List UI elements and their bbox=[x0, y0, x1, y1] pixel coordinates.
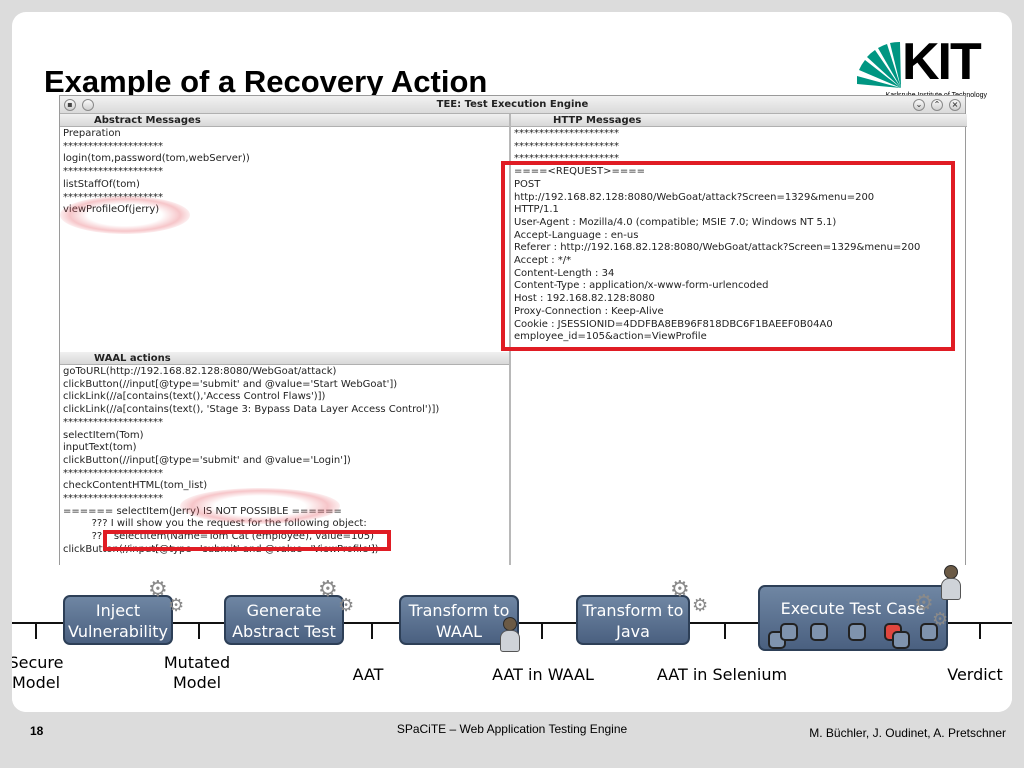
artifact-aat: AAT bbox=[352, 665, 384, 684]
tick bbox=[35, 623, 37, 639]
window-title: TEE: Test Execution Engine bbox=[436, 99, 589, 110]
tick bbox=[541, 623, 543, 639]
text-line: http://192.168.82.128:8080/WebGoat/attac… bbox=[514, 191, 875, 203]
text-line: Proxy-Connection : Keep-Alive bbox=[514, 305, 664, 317]
tick bbox=[198, 623, 200, 639]
window-titlebar[interactable]: ▪ TEE: Test Execution Engine ⌄ ⌃ × bbox=[60, 96, 965, 114]
state-node bbox=[848, 623, 866, 641]
kit-fan-icon bbox=[857, 41, 901, 88]
gear-icon: ⚙ bbox=[168, 595, 185, 616]
text-line: ??? I will show you the request for the … bbox=[63, 518, 367, 530]
text-line: Content-Type : application/x-www-form-ur… bbox=[514, 280, 769, 292]
person-icon bbox=[499, 617, 521, 653]
footer: 18 SPaCiTE – Web Application Testing Eng… bbox=[0, 712, 1024, 768]
window-menu-icon[interactable]: ▪ bbox=[64, 99, 76, 111]
text-line: Preparation bbox=[63, 128, 121, 139]
text-line: ??? selectItem(Name=Tom Cat (employee), … bbox=[63, 531, 375, 543]
text-line: Accept : */* bbox=[514, 255, 572, 267]
text-line: Host : 192.168.82.128:8080 bbox=[514, 293, 655, 305]
text-line: ********************* bbox=[514, 140, 619, 152]
text-line: ******************** bbox=[63, 166, 163, 178]
http-messages-pane[interactable]: ****************************************… bbox=[511, 128, 967, 571]
footer-title: SPaCiTE – Web Application Testing Engine bbox=[396, 722, 628, 736]
text-line: clickLink(//a[contains(text(), 'Stage 3:… bbox=[63, 404, 440, 416]
slide: Example of a Recovery Action KIT Karlsru… bbox=[12, 12, 1012, 712]
text-line: ====<REQUEST>==== bbox=[514, 166, 646, 178]
state-node bbox=[892, 631, 910, 649]
artifact-secure-model: Secure Model bbox=[12, 653, 64, 692]
text-line: ******************** bbox=[63, 140, 163, 152]
text-line: clickButton(//input[@type='submit' and @… bbox=[63, 378, 398, 390]
text-line: employee_id=105&action=ViewProfile bbox=[514, 331, 707, 343]
tick bbox=[371, 623, 373, 639]
tee-window: ▪ TEE: Test Execution Engine ⌄ ⌃ × Abstr… bbox=[59, 95, 967, 571]
state-node bbox=[780, 623, 798, 641]
maximize-icon[interactable]: ⌃ bbox=[931, 99, 943, 111]
text-line: ********************* bbox=[514, 153, 619, 165]
text-line: ******************** bbox=[63, 493, 163, 505]
text-line: HTTP/1.1 bbox=[514, 204, 559, 216]
artifact-aat-in-selenium: AAT in Selenium bbox=[656, 665, 788, 684]
page-number: 18 bbox=[30, 724, 44, 738]
select-item-highlight bbox=[103, 530, 391, 551]
artifact-aat-in-waal: AAT in WAAL bbox=[492, 665, 594, 684]
abstract-messages-pane[interactable]: Preparation********************login(tom… bbox=[60, 128, 509, 350]
waal-actions-header: WAAL actions bbox=[60, 352, 509, 365]
text-line: inputText(tom) bbox=[63, 442, 137, 454]
http-request-highlight bbox=[501, 161, 955, 351]
text-line: Cookie : JSESSIONID=4DDFBA8EB96F818DBC6F… bbox=[514, 318, 833, 330]
tick bbox=[724, 623, 726, 639]
tick bbox=[979, 623, 981, 639]
text-line: Accept-Language : en-us bbox=[514, 229, 639, 241]
slide-title: Example of a Recovery Action bbox=[44, 64, 488, 97]
text-line: ******************** bbox=[63, 467, 163, 479]
kit-logo-text: KIT bbox=[902, 33, 982, 91]
step-generate-abstract-test[interactable]: Generate Abstract Test bbox=[224, 595, 344, 645]
close-icon[interactable]: × bbox=[949, 99, 961, 111]
step-transform-to-java[interactable]: Transform to Java bbox=[576, 595, 690, 645]
text-line: clickButton(//input[@type='submit' and @… bbox=[63, 454, 351, 466]
text-line: ******************** bbox=[63, 416, 163, 428]
gear-icon: ⚙ bbox=[338, 595, 355, 616]
gear-icon: ⚙ bbox=[670, 577, 690, 602]
footer-authors: M. Büchler, J. Oudinet, A. Pretschner bbox=[809, 726, 1006, 740]
artifact-verdict: Verdict bbox=[947, 665, 1003, 684]
text-line: ====== selectItem(Jerry) IS NOT POSSIBLE… bbox=[63, 505, 342, 517]
highlight-glow bbox=[60, 196, 190, 234]
step-transform-to-waal[interactable]: Transform to WAAL bbox=[399, 595, 519, 645]
text-line: goToURL(http://192.168.82.128:8080/WebGo… bbox=[63, 366, 337, 377]
text-line: viewProfileOf(jerry) bbox=[63, 204, 509, 217]
pane-divider[interactable] bbox=[509, 114, 511, 571]
gear-icon: ⚙ bbox=[318, 577, 338, 602]
state-node bbox=[920, 623, 938, 641]
http-messages-header: HTTP Messages bbox=[511, 114, 967, 127]
gear-icon: ⚙ bbox=[914, 591, 934, 616]
text-line: ********************* bbox=[514, 128, 619, 139]
text-line: selectItem(Tom) bbox=[63, 429, 144, 441]
process-diagram: Inject Vulnerability ⚙ ⚙ Generate Abstra… bbox=[12, 565, 1012, 712]
minimize-icon[interactable]: ⌄ bbox=[913, 99, 925, 111]
gear-icon: ⚙ bbox=[932, 609, 949, 630]
text-line: POST bbox=[514, 178, 541, 190]
text-line: Content-Length : 34 bbox=[514, 267, 615, 279]
text-line: listStaffOf(tom) bbox=[63, 178, 140, 190]
text-line: Referer : http://192.168.82.128:8080/Web… bbox=[514, 242, 921, 254]
gear-icon: ⚙ bbox=[692, 595, 709, 616]
gear-icon: ⚙ bbox=[148, 577, 168, 602]
text-line: checkContentHTML(tom_list) bbox=[63, 480, 208, 492]
text-line: clickLink(//a[contains(text(),'Access Co… bbox=[63, 391, 326, 403]
window-pin-icon[interactable] bbox=[82, 99, 94, 111]
text-line: ******************** bbox=[63, 192, 509, 205]
highlight-glow bbox=[180, 488, 340, 524]
text-line: User-Agent : Mozilla/4.0 (compatible; MS… bbox=[514, 216, 837, 228]
step-inject-vulnerability[interactable]: Inject Vulnerability bbox=[63, 595, 173, 645]
person-icon bbox=[940, 565, 962, 601]
state-node bbox=[810, 623, 828, 641]
artifact-mutated-model: Mutated Model bbox=[163, 653, 231, 692]
abstract-messages-header: Abstract Messages bbox=[60, 114, 509, 127]
text-line: login(tom,password(tom,webServer)) bbox=[63, 153, 250, 165]
